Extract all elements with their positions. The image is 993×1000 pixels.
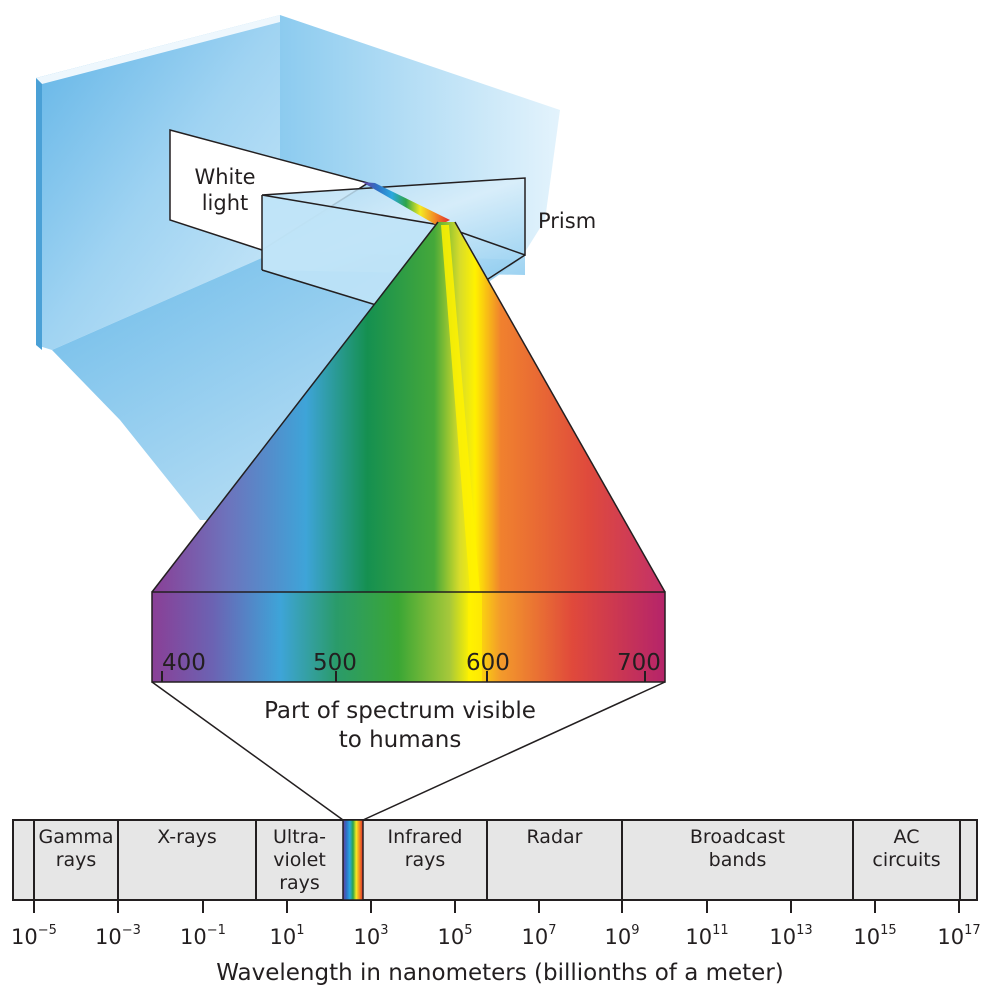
visible-caption-line-2: to humans [338,727,462,753]
em-spectrum-strip [12,819,978,901]
axis-tick-label: 10−1 [180,923,226,949]
axis-tick-label: 109 [604,923,640,949]
axis-title: Wavelength in nanometers (billionths of … [216,960,784,986]
light-beam [362,182,450,226]
zoom-connector-lines [151,681,666,821]
axis-ticks [33,900,960,913]
axis-tick-label: 10−5 [11,923,57,949]
white-light-line-2: light [201,191,249,215]
band-radar: Radar [526,826,583,848]
visible-caption: Part of spectrum visible to humans [200,697,600,755]
band-x-rays: X-rays [157,826,217,848]
axis-tick-label: 1017 [937,923,981,949]
visible-caption-line-1: Part of spectrum visible [264,698,536,724]
prism-label: Prism [538,209,597,233]
axis-tick-label: 1011 [685,923,729,949]
visible-band [342,819,364,901]
axis-tick-label: 103 [353,923,389,949]
visible-spectrum-bar [151,591,666,683]
visible-tick-400: 400 [162,650,206,676]
axis-tick-label: 107 [521,923,557,949]
white-light-label: White light [185,166,265,214]
visible-tick-500: 500 [313,650,357,676]
axis-tick-label: 101 [269,923,305,949]
dispersion-fan [151,221,666,593]
axis-tick-label: 10−3 [95,923,141,949]
axis-tick-label: 1013 [769,923,813,949]
visible-tick-600: 600 [466,650,510,676]
axis-tick-label: 105 [437,923,473,949]
white-light-line-1: White [194,165,256,189]
visible-tick-700: 700 [617,650,661,676]
axis-tick-label: 1015 [853,923,897,949]
